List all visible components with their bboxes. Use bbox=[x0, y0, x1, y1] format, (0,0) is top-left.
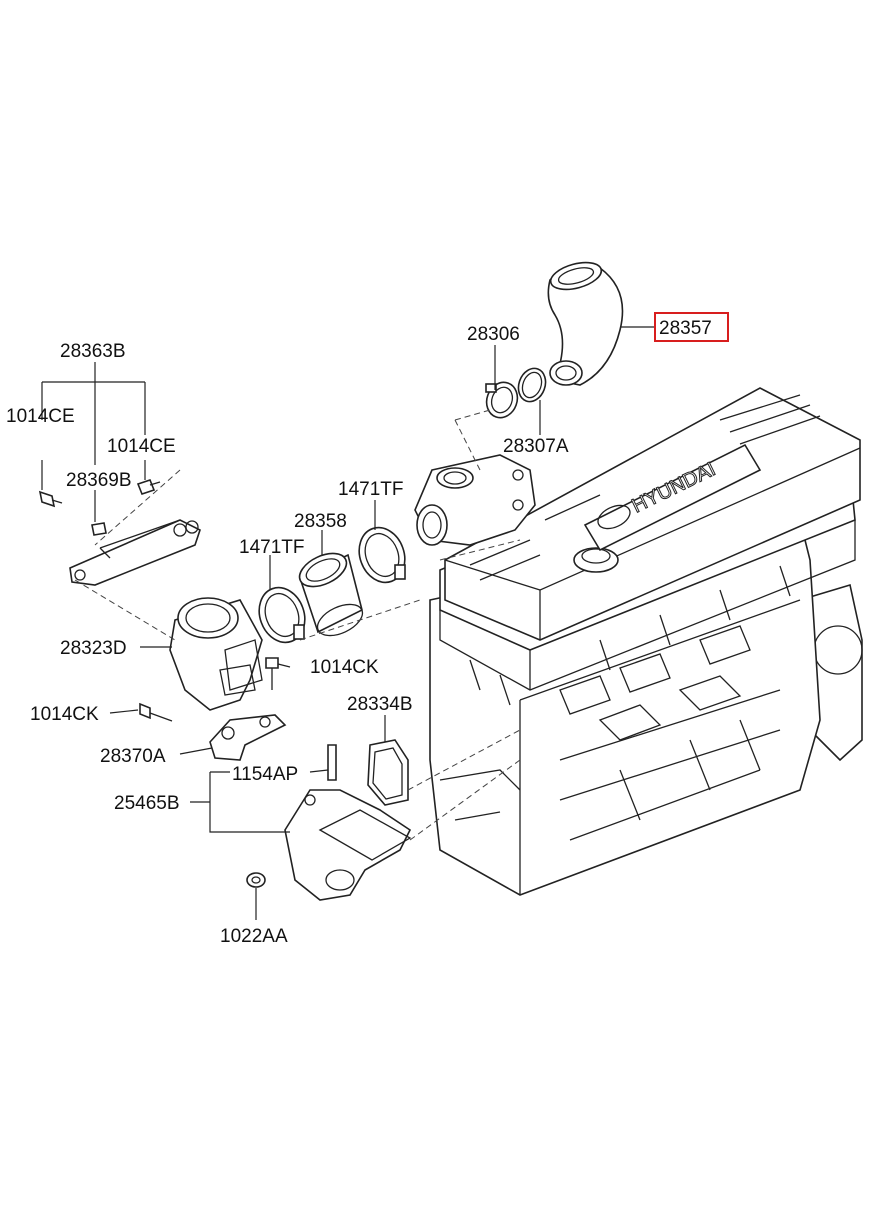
bolt-1014CE-left bbox=[38, 490, 63, 508]
label-25465B[interactable]: 25465B bbox=[114, 793, 180, 814]
engine-assembly: HYUNDAI bbox=[429, 387, 863, 896]
bracket-28369B bbox=[69, 519, 201, 586]
nut-1022AA bbox=[246, 872, 266, 888]
label-1154AP[interactable]: 1154AP bbox=[232, 764, 298, 785]
label-28363B[interactable]: 28363B bbox=[60, 341, 126, 362]
intake-hose-28357 bbox=[547, 261, 624, 386]
label-28323D[interactable]: 28323D bbox=[60, 638, 127, 659]
label-28370A[interactable]: 28370A bbox=[100, 746, 166, 767]
gasket-28334B bbox=[367, 739, 409, 806]
label-1022AA[interactable]: 1022AA bbox=[220, 926, 288, 947]
label-28334B[interactable]: 28334B bbox=[347, 694, 413, 715]
leader-lines bbox=[41, 326, 655, 920]
assembly-lines bbox=[74, 409, 521, 841]
label-1471TF-lower[interactable]: 1471TF bbox=[239, 537, 304, 558]
label-28307A[interactable]: 28307A bbox=[503, 436, 569, 457]
label-1471TF-upper[interactable]: 1471TF bbox=[338, 479, 403, 500]
bolt-1014CK-left bbox=[139, 702, 173, 722]
label-28357[interactable]: 28357 bbox=[659, 318, 712, 339]
label-1014CK-right[interactable]: 1014CK bbox=[310, 657, 379, 678]
label-28369B[interactable]: 28369B bbox=[66, 470, 132, 491]
label-1014CE-right[interactable]: 1014CE bbox=[107, 436, 176, 457]
highlight-box bbox=[654, 312, 729, 342]
bolt-1014CE-right bbox=[136, 479, 161, 495]
bracket-28370A bbox=[209, 714, 287, 761]
stud-1154AP bbox=[327, 744, 337, 781]
nut-28369B bbox=[91, 522, 107, 536]
label-28306[interactable]: 28306 bbox=[467, 324, 520, 345]
bolt-1014CK-right bbox=[265, 657, 279, 690]
label-28358[interactable]: 28358 bbox=[294, 511, 347, 532]
turbocharger bbox=[414, 454, 536, 546]
throttle-body-28323D bbox=[169, 597, 263, 711]
hose-clamp-28306 bbox=[485, 381, 519, 419]
part-labels: 28363B 1014CE 1014CE 28369B 28306 28357 … bbox=[6, 318, 712, 947]
hose-clamp-1471TF-upper bbox=[358, 526, 406, 584]
label-1014CE-left[interactable]: 1014CE bbox=[6, 406, 75, 427]
intake-manifold-25465B bbox=[284, 789, 412, 901]
label-1014CK-left[interactable]: 1014CK bbox=[30, 704, 99, 725]
o-ring-28307A bbox=[517, 367, 547, 403]
intercooler-hose-28358 bbox=[298, 552, 364, 637]
hose-clamp-1471TF-lower bbox=[258, 586, 306, 644]
